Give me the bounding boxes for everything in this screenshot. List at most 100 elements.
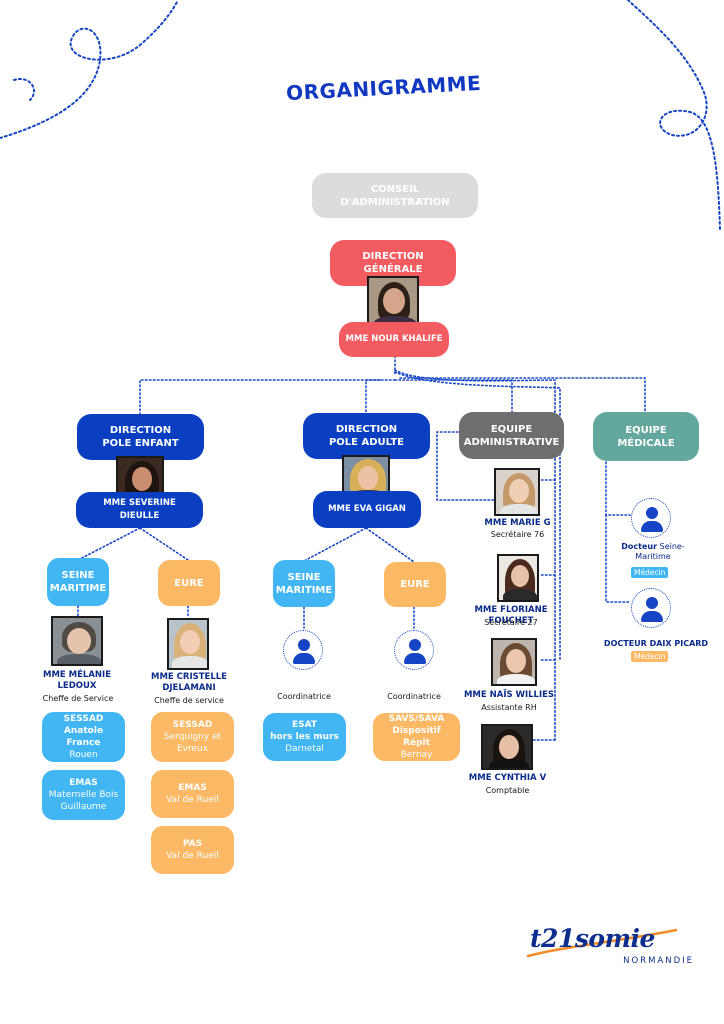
admin-member-3-name: MME NAÏS WILLIES <box>463 690 555 700</box>
admin-member-3-role: Assistante RH <box>481 703 537 712</box>
pole-adulte-title-1: DIRECTION <box>335 424 398 435</box>
enfant-seine-service-2-l2: Maternelle Bois <box>48 790 119 800</box>
enfant-eure-photo <box>167 618 209 670</box>
pole-enfant-title-1: DIRECTION <box>109 425 172 436</box>
admin-member-3-photo <box>491 638 537 686</box>
enfant-seine-photo <box>51 616 103 666</box>
enfant-eure-label: EURE <box>174 577 204 589</box>
enfant-seine-name-1: MME MÉLANIE <box>42 670 112 680</box>
doctor-1-name: Docteur Seine- Maritime <box>610 542 696 562</box>
admin-member-1-role: Secrétaire 76 <box>490 530 545 539</box>
doctor-2-badge: Médecin <box>631 651 669 662</box>
swirl-left-mid <box>13 78 35 101</box>
enfant-seine-box: SEINE MARITIME <box>47 558 109 606</box>
swirl-top-right <box>627 0 721 231</box>
adulte-seine-box: SEINE MARITIME <box>273 560 335 607</box>
adulte-seine-service: ESAT hors les murs Darnetal <box>263 713 346 761</box>
pole-enfant-title-2: POLE ENFANT <box>102 438 179 449</box>
enfant-eure-box: EURE <box>158 560 220 606</box>
admin-member-1-photo <box>494 468 540 516</box>
equipe-admin-title-1: EQUIPE <box>490 423 533 435</box>
pole-enfant-name: MME SEVERINE DIEULLE <box>103 498 176 521</box>
director-photo <box>367 276 419 328</box>
enfant-seine-name-2: LEDOUX <box>57 681 97 691</box>
enfant-seine-service-2: EMAS Maternelle Bois Guillaume <box>42 770 125 820</box>
enfant-eure-name-2: DJELAMANI <box>162 683 216 693</box>
logo: t21somie NORMANDIE <box>526 920 696 970</box>
adulte-eure-box: EURE <box>384 562 446 607</box>
conseil-label: CONSEIL D'ADMINISTRATION <box>340 183 450 208</box>
pole-enfant-box: DIRECTION POLE ENFANT <box>77 414 204 460</box>
adulte-seine-service-l1: ESAT <box>291 720 318 730</box>
director-name-box: MME NOUR KHALIFE <box>339 322 449 357</box>
adulte-seine-service-l3: Darnetal <box>285 744 324 754</box>
pole-adulte-name-box: MME EVA GIGAN <box>313 491 421 528</box>
enfant-seine-role: Cheffe de Service <box>42 694 114 703</box>
enfant-seine-service-1-l3: Rouen <box>69 750 98 760</box>
doctor-2-name: DOCTEUR DAIX PICARD <box>603 639 709 648</box>
conseil-administration-box: CONSEIL D'ADMINISTRATION <box>312 173 478 218</box>
adulte-eure-service: SAVS/SAVA Dispositif Répit Bernay <box>373 713 460 761</box>
equipe-medicale-box: EQUIPE MÉDICALE <box>593 412 699 461</box>
doctor-1-name-line2: Maritime <box>635 552 671 561</box>
equipe-administrative-box: EQUIPE ADMINISTRATIVE <box>459 412 564 459</box>
equipe-medicale-title: EQUIPE MÉDICALE <box>617 424 675 449</box>
admin-member-1-name: MME MARIE G <box>484 518 551 528</box>
enfant-eure-service-1-l1: SESSAD <box>172 720 213 730</box>
doctor-1-name-bold: Docteur <box>621 542 658 551</box>
enfant-eure-service-3: PAS Val de Rueil <box>151 826 234 874</box>
pole-adulte-box: DIRECTION POLE ADULTE <box>303 413 430 459</box>
adulte-eure-avatar-icon <box>394 630 434 670</box>
logo-subtitle: NORMANDIE <box>623 956 694 966</box>
enfant-eure-service-2-l1: EMAS <box>178 783 207 793</box>
swirl-top-left <box>0 0 179 139</box>
enfant-eure-service-1: SESSAD Serquigny et Evreux <box>151 712 234 762</box>
enfant-seine-service-2-l1: EMAS <box>69 778 98 788</box>
enfant-seine-service-1-l2: Anatole France <box>63 726 104 748</box>
adulte-seine-avatar-icon <box>283 630 323 670</box>
enfant-seine-service-1: SESSAD Anatole France Rouen <box>42 712 125 762</box>
logo-text: t21somie <box>530 924 655 953</box>
adulte-seine-label-1: SEINE <box>287 571 321 583</box>
enfant-eure-service-2: EMAS Val de Rueil <box>151 770 234 818</box>
pole-adulte-name: MME EVA GIGAN <box>328 504 406 514</box>
direction-generale-label: DIRECTION GÉNÉRALE <box>362 251 424 275</box>
adulte-eure-label: EURE <box>400 579 430 590</box>
logo-swoosh-icon <box>526 928 678 958</box>
enfant-seine-label-2: MARITIME <box>49 583 107 594</box>
enfant-eure-service-2-l2: Val de Rueil <box>166 795 219 805</box>
equipe-admin-title-2: ADMINISTRATIVE <box>463 436 560 448</box>
admin-member-2-role: Secrétaire 27 <box>484 618 538 627</box>
doctor-1-avatar-icon <box>631 498 671 538</box>
enfant-eure-service-3-l2: Val de Rueil <box>166 851 219 861</box>
admin-member-4-role: Comptable <box>485 786 530 795</box>
enfant-eure-service-1-l2: Serquigny et <box>163 732 222 742</box>
enfant-eure-name-1: MME CRISTELLE <box>151 672 227 682</box>
enfant-eure-role: Cheffe de service <box>154 696 224 705</box>
adulte-seine-label-2: MARITIME <box>275 584 333 596</box>
admin-member-2-name: MME FLORIANE FOUCHET <box>474 605 548 626</box>
doctor-1-badge: Médecin <box>631 567 669 578</box>
adulte-eure-role: Coordinatrice <box>387 692 441 701</box>
enfant-seine-label-1: SEINE <box>61 570 95 581</box>
enfant-eure-name: MME CRISTELLE DJELAMANI <box>140 672 238 694</box>
adulte-seine-service-l2: hors les murs <box>270 732 339 742</box>
admin-member-4-photo <box>481 724 533 770</box>
enfant-seine-service-2-l3: Guillaume <box>60 802 107 812</box>
doctor-1-name-rest: Seine- <box>659 542 685 551</box>
adulte-eure-service-l1: SAVS/SAVA <box>388 714 445 724</box>
pole-enfant-name-box: MME SEVERINE DIEULLE <box>76 492 203 528</box>
doctor-2-avatar-icon <box>631 588 671 628</box>
enfant-eure-service-1-l3: Evreux <box>176 744 209 754</box>
enfant-seine-service-1-l1: SESSAD <box>63 714 104 724</box>
adulte-eure-service-l3: Bernay <box>400 750 433 760</box>
director-name: MME NOUR KHALIFE <box>345 334 443 344</box>
admin-member-2-photo <box>497 554 539 602</box>
adulte-seine-role: Coordinatrice <box>277 692 331 701</box>
admin-member-4-name: MME CYNTHIA V <box>468 773 547 783</box>
enfant-seine-name: MME MÉLANIE LEDOUX <box>30 670 124 692</box>
adulte-eure-service-l2: Dispositif Répit <box>392 726 441 748</box>
enfant-eure-service-3-l1: PAS <box>182 839 203 849</box>
pole-adulte-title-2: POLE ADULTE <box>328 437 405 448</box>
